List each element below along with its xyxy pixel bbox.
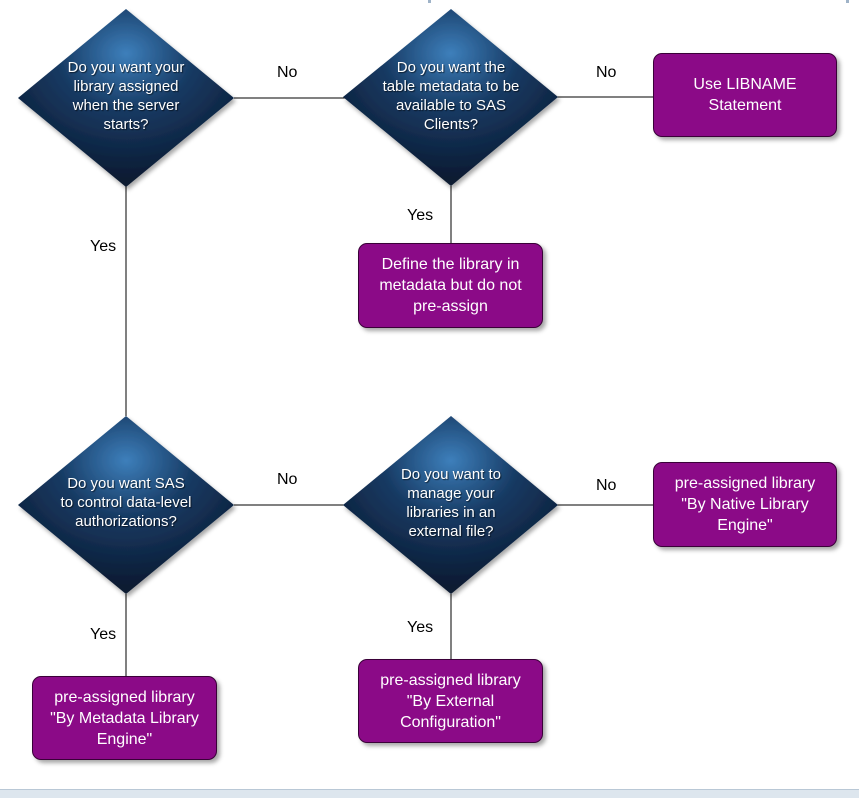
edge-label-d3-yes: Yes bbox=[90, 626, 117, 643]
decision-diamond-sas-clients bbox=[343, 9, 558, 186]
outcome-external-configuration: pre-assigned library "By External Config… bbox=[358, 659, 543, 743]
decision-text-external-file: Do you want to manage your libraries in … bbox=[400, 466, 502, 540]
outcome-native-library-engine: pre-assigned library "By Native Library … bbox=[653, 462, 837, 547]
decision-diamond-data-level-auth bbox=[18, 416, 234, 594]
decision-diamond-server-start bbox=[18, 9, 234, 187]
edge-label-d1-yes: Yes bbox=[90, 238, 117, 255]
edge-label-d2-no: No bbox=[596, 64, 617, 81]
decision-text-data-level-auth: Do you want SAS to control data-level au… bbox=[60, 474, 192, 530]
edge-label-d4-no: No bbox=[596, 477, 617, 494]
corner-marker-2 bbox=[846, 0, 849, 3]
decision-diamond-external-file bbox=[343, 416, 558, 594]
edge-label-d2-yes: Yes bbox=[407, 207, 434, 224]
window-bottom-edge bbox=[0, 789, 859, 798]
edge-label-d3-no: No bbox=[277, 471, 298, 488]
corner-marker bbox=[428, 0, 431, 3]
outcome-metadata-library-engine: pre-assigned library "By Metadata Librar… bbox=[32, 676, 217, 760]
edge-label-d1-no: No bbox=[277, 64, 298, 81]
edge-label-d4-yes: Yes bbox=[407, 619, 434, 636]
outcome-libname-statement: Use LIBNAME Statement bbox=[653, 53, 837, 137]
decision-text-sas-clients: Do you want the table metadata to be ava… bbox=[382, 59, 520, 133]
outcome-define-in-metadata: Define the library in metadata but do no… bbox=[358, 243, 543, 328]
decision-text-server-start: Do you want your library assigned when t… bbox=[67, 59, 185, 133]
